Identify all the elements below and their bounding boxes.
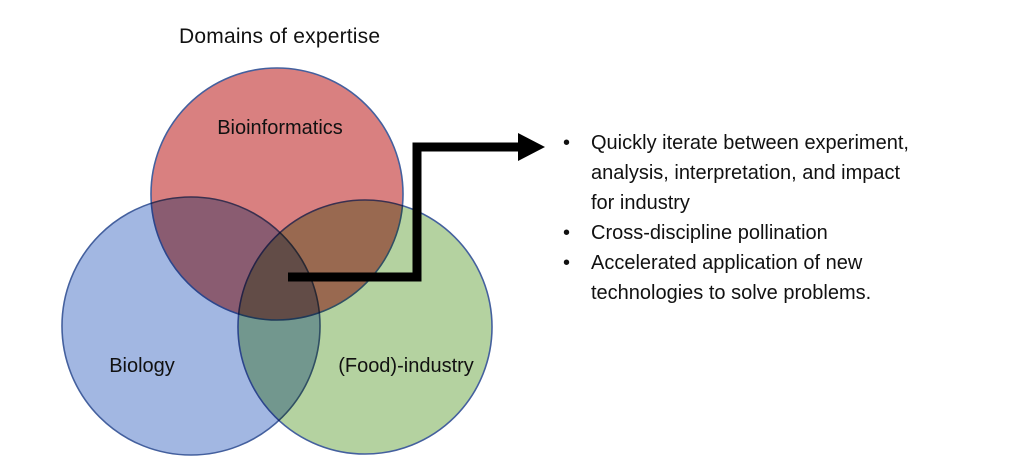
- venn-label-biology: Biology: [109, 355, 175, 377]
- bullet-item: Accelerated application of new technolog…: [558, 248, 921, 308]
- venn-circle-food-industry: [237, 199, 493, 455]
- bullet-item: Quickly iterate between experiment, anal…: [558, 128, 921, 218]
- elbow-arrow-line: [288, 142, 520, 282]
- venn-label-bioinformatics: Bioinformatics: [217, 117, 343, 139]
- diagram-title: Domains of expertise: [179, 25, 381, 48]
- bullet-item: Cross-discipline pollination: [558, 218, 921, 248]
- elbow-arrow-head-icon: [518, 133, 545, 161]
- notes-panel: Quickly iterate between experiment, anal…: [558, 128, 938, 308]
- bullet-list: Quickly iterate between experiment, anal…: [558, 128, 938, 308]
- venn-label-food-industry: (Food)-industry: [338, 355, 474, 377]
